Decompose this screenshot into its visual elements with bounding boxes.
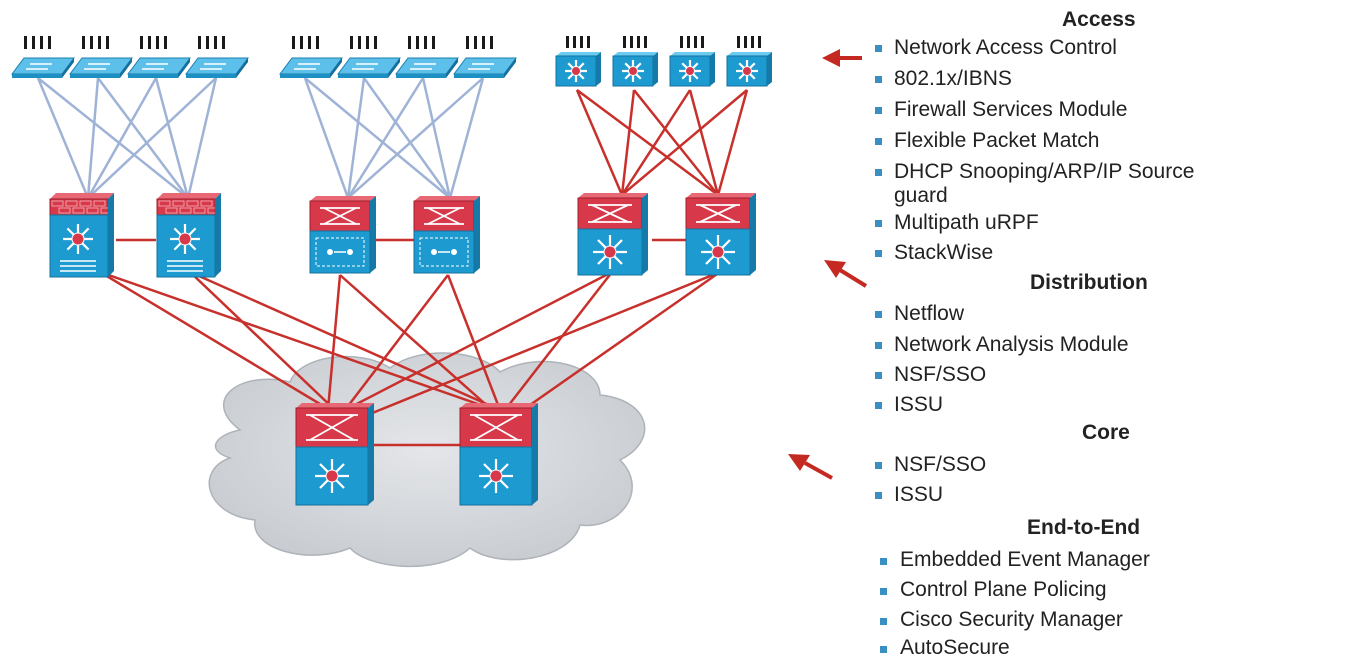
bullet-icon — [875, 138, 882, 145]
access-switch-icon — [395, 36, 459, 78]
section-title-core: Core — [1082, 421, 1130, 444]
end-to-end-item: Control Plane Policing — [900, 578, 1107, 601]
bullet-icon — [875, 220, 882, 227]
layer3-switch-icon — [685, 193, 756, 276]
distribution-switches — [49, 193, 756, 278]
firewall-switch-icon — [156, 193, 221, 278]
access-switch-icon — [185, 36, 249, 78]
section-title-distribution: Distribution — [1030, 271, 1148, 294]
distribution-item: Network Analysis Module — [894, 333, 1129, 356]
distribution-item: ISSU — [894, 393, 944, 416]
access-item: Multipath uRPF — [894, 211, 1039, 234]
access-uplinks-red — [575, 88, 749, 197]
bullet-icon — [875, 372, 882, 379]
access-item: Flexible Packet Match — [894, 129, 1100, 152]
bullet-icon — [875, 402, 882, 409]
bullet-icon — [875, 342, 882, 349]
access-switch-icon — [127, 36, 191, 78]
bullet-icon — [875, 45, 882, 52]
access-item: StackWise — [894, 241, 994, 264]
firewall-switch-icon — [49, 193, 114, 278]
access-switch-icon — [11, 36, 75, 78]
access-item: 802.1x/IBNS — [894, 67, 1012, 90]
pointer-arrow-icon — [824, 260, 868, 288]
layer3-switch-icon — [577, 193, 648, 276]
access-switch-icon — [453, 36, 517, 78]
access-item: DHCP Snooping/ARP/IP Source — [894, 160, 1195, 183]
distribution-core-links — [99, 270, 721, 447]
access-switch-icon — [69, 36, 133, 78]
section-title-end-to-end: End-to-End — [1027, 516, 1141, 539]
core-item: NSF/SSO — [894, 453, 987, 476]
network-analysis-switch-icon — [309, 196, 376, 274]
bullet-icon — [880, 646, 887, 653]
access-item: Firewall Services Module — [894, 98, 1128, 121]
bullet-icon — [880, 588, 887, 595]
access-switch-icon — [337, 36, 401, 78]
end-to-end-item: AutoSecure — [900, 636, 1010, 659]
core-switches — [295, 403, 538, 506]
access-switches — [11, 36, 772, 87]
end-to-end-item: Embedded Event Manager — [900, 548, 1150, 571]
access-uplinks-blue — [36, 77, 485, 199]
core-item: ISSU — [894, 483, 944, 506]
distribution-item: Netflow — [894, 302, 965, 325]
bullet-icon — [880, 618, 887, 625]
network-analysis-switch-icon — [413, 196, 480, 274]
bullet-icon — [875, 169, 882, 176]
bullet-icon — [880, 558, 887, 565]
access-item: Network Access Control — [894, 36, 1117, 59]
pointer-arrow-icon — [822, 49, 862, 67]
layer3-switch-icon — [555, 36, 601, 87]
bullet-icon — [875, 492, 882, 499]
bullet-icon — [875, 311, 882, 318]
access-switch-icon — [279, 36, 343, 78]
core-switch-icon — [295, 403, 374, 506]
pointer-arrow-icon — [788, 454, 833, 480]
layer3-switch-icon — [669, 36, 715, 87]
section-title-access: Access — [1062, 8, 1136, 31]
bullet-icon — [875, 250, 882, 257]
layer3-switch-icon — [726, 36, 772, 87]
pointer-arrows — [788, 49, 868, 480]
bullet-icon — [875, 107, 882, 114]
core-switch-icon — [459, 403, 538, 506]
bullet-icon — [875, 76, 882, 83]
bullet-icon — [875, 462, 882, 469]
access-item-continued: guard — [894, 184, 948, 207]
end-to-end-item: Cisco Security Manager — [900, 608, 1123, 631]
distribution-item: NSF/SSO — [894, 363, 987, 386]
layer3-switch-icon — [612, 36, 658, 87]
